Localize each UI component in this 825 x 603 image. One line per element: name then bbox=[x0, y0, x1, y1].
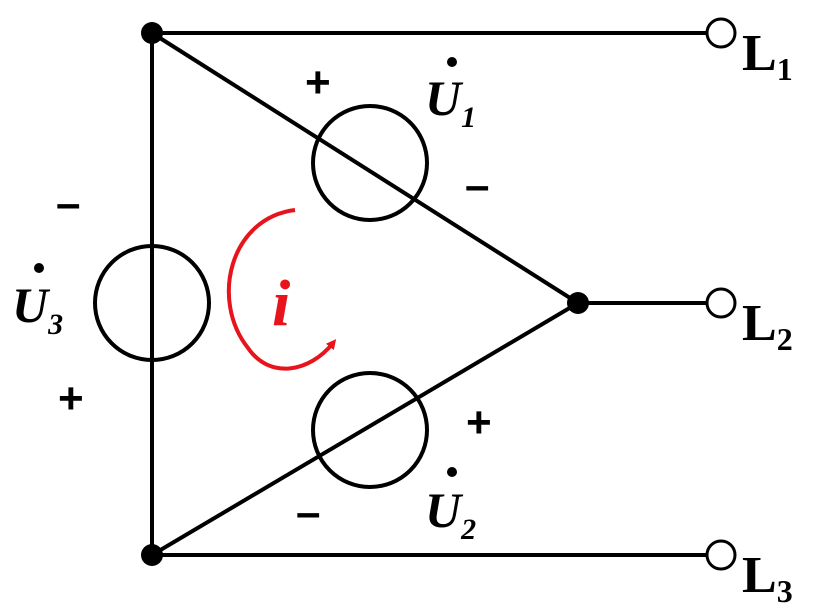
source-u1-label: U1 bbox=[425, 70, 476, 134]
lower-diagonal-wire bbox=[150, 301, 580, 557]
terminal-l1 bbox=[705, 17, 737, 49]
loop-current-arrow bbox=[226, 208, 337, 371]
loop-current-label: i bbox=[272, 267, 291, 340]
terminal-l2 bbox=[705, 287, 737, 319]
source-u2-phasor-dot bbox=[447, 467, 457, 477]
source-u3 bbox=[93, 244, 211, 362]
terminal-l2-label: L2 bbox=[742, 295, 793, 357]
source-u2 bbox=[311, 371, 429, 489]
terminal-l3-label: L3 bbox=[742, 547, 793, 603]
source-u3-minus-sign: – bbox=[56, 179, 80, 228]
node-bottom-left bbox=[141, 544, 163, 566]
source-u3-phasor-dot bbox=[34, 263, 44, 273]
node-center bbox=[567, 292, 589, 314]
source-u3-plus-sign: + bbox=[58, 374, 84, 423]
source-u2-plus-sign: + bbox=[466, 398, 492, 447]
upper-diagonal-wire bbox=[150, 31, 580, 305]
terminal-l1-label: L1 bbox=[742, 25, 793, 87]
source-u2-minus-sign: – bbox=[296, 488, 320, 537]
terminal-l3 bbox=[705, 539, 737, 571]
node-top-left bbox=[141, 22, 163, 44]
source-u1-phasor-dot bbox=[447, 57, 457, 67]
source-u1 bbox=[311, 104, 429, 222]
source-u2-label: U2 bbox=[425, 482, 476, 546]
source-u3-label: U3 bbox=[12, 277, 63, 341]
source-u1-minus-sign: – bbox=[465, 161, 489, 210]
source-u1-plus-sign: + bbox=[305, 58, 331, 107]
